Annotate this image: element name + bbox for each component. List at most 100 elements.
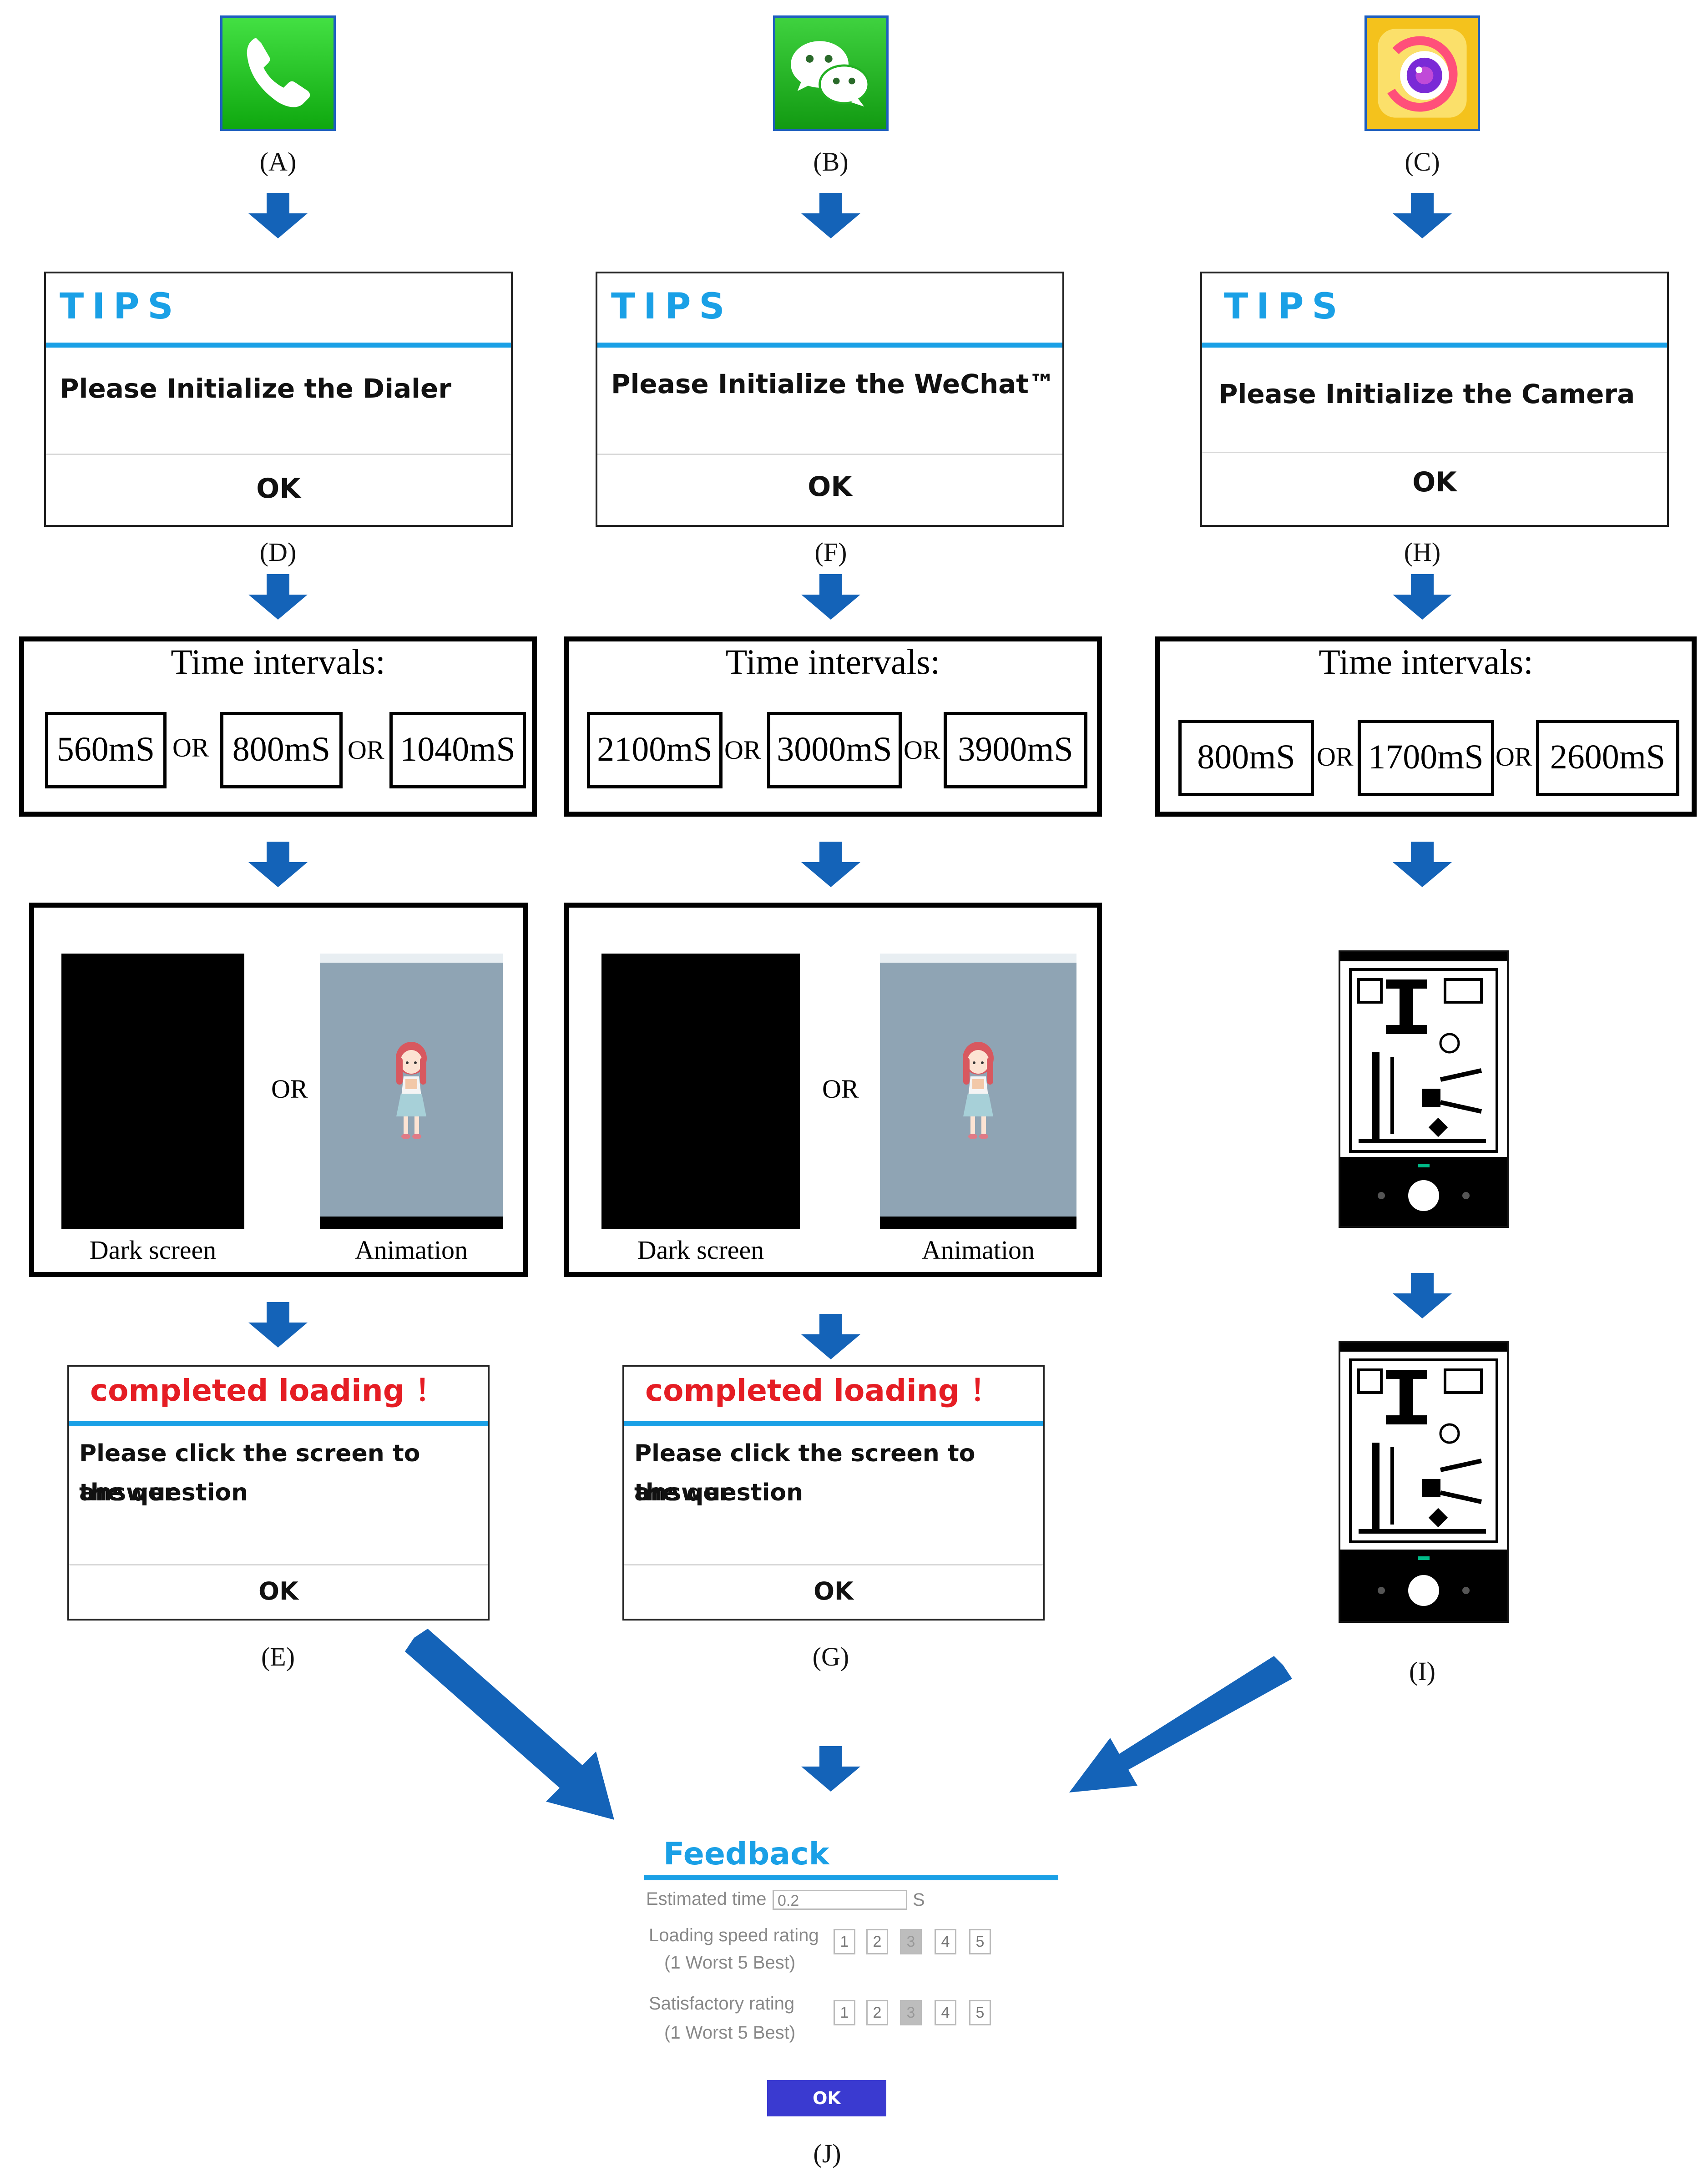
feedback-title: Feedback xyxy=(663,1836,829,1872)
wechat-icon xyxy=(791,41,870,107)
arrow-down-icon xyxy=(1393,1273,1452,1318)
title-divider xyxy=(1202,343,1667,348)
button-divider xyxy=(1202,452,1667,453)
loading-speed-label: Loading speed rating xyxy=(649,1925,819,1945)
dialog-message-line1: Please click the screen to answer xyxy=(79,1440,420,1506)
ok-button[interactable]: OK xyxy=(814,1577,854,1605)
or-label: OR xyxy=(172,733,209,762)
caption-c: (C) xyxy=(1405,147,1440,177)
ok-button[interactable]: OK xyxy=(258,1577,298,1605)
arrow-diagonal-left-icon xyxy=(1069,1656,1292,1792)
feedback-ok-button[interactable]: OK xyxy=(767,2080,886,2116)
caption-e: (E) xyxy=(261,1642,295,1671)
loading-rating-5[interactable]: 5 xyxy=(969,1929,991,1954)
loading-rating-4[interactable]: 4 xyxy=(935,1929,956,1954)
button-divider xyxy=(69,1564,488,1565)
time-intervals-box-dialer: Time intervals: 560mS OR 800mS OR 1040mS xyxy=(19,636,537,817)
nav-bar xyxy=(601,1217,800,1229)
loading-complete-dialog-dialer: completed loading ！ Please click the scr… xyxy=(67,1365,490,1621)
animation-label: Animation xyxy=(354,1235,468,1265)
button-divider xyxy=(46,454,511,455)
satisfaction-rating-2[interactable]: 2 xyxy=(866,2000,888,2025)
wechat-app-icon[interactable] xyxy=(773,15,889,131)
arrow-diagonal-right-icon xyxy=(405,1629,614,1820)
ok-button[interactable]: OK xyxy=(1412,466,1457,498)
title-divider xyxy=(624,1421,1043,1426)
satisfaction-rating-5[interactable]: 5 xyxy=(969,2000,991,2025)
or-label: OR xyxy=(348,735,384,765)
dialer-app-icon[interactable] xyxy=(220,15,336,131)
cartoon-girl-icon xyxy=(963,1042,994,1139)
dialog-message-line1: Please click the screen to answer xyxy=(634,1440,975,1506)
time-intervals-label: Time intervals: xyxy=(1319,642,1533,682)
dialog-title: TIPS xyxy=(1224,286,1346,327)
satisfaction-rating-4[interactable]: 4 xyxy=(935,2000,956,2025)
or-label: OR xyxy=(1317,742,1354,772)
status-bar xyxy=(880,954,1076,963)
arrow-down-icon xyxy=(801,574,860,620)
nav-bar xyxy=(320,1217,503,1229)
cartoon-girl-icon xyxy=(396,1042,427,1139)
button-divider xyxy=(597,454,1062,455)
dialog-title: completed loading ！ xyxy=(90,1373,445,1408)
time-intervals-label: Time intervals: xyxy=(171,642,385,682)
interval-option: 2100mS xyxy=(587,712,723,788)
interval-option: 800mS xyxy=(1178,720,1314,796)
dialog-message: Please Initialize the Dialer xyxy=(60,373,451,404)
title-divider xyxy=(644,1875,1058,1880)
title-divider xyxy=(69,1421,488,1426)
satisfaction-hint: (1 Worst 5 Best) xyxy=(664,2023,796,2043)
caption-g: (G) xyxy=(812,1642,849,1671)
arrow-down-icon xyxy=(801,842,860,887)
button-divider xyxy=(624,1564,1043,1565)
interval-option: 3900mS xyxy=(944,712,1087,788)
or-label: OR xyxy=(904,735,940,765)
loading-rating-1[interactable]: 1 xyxy=(834,1929,855,1954)
status-bar xyxy=(61,954,244,963)
loading-rating-2[interactable]: 2 xyxy=(866,1929,888,1954)
animation-label: Animation xyxy=(921,1235,1035,1265)
interval-option: 2600mS xyxy=(1536,720,1679,796)
satisfaction-rating-3[interactable]: 3 xyxy=(900,2000,922,2025)
nav-bar xyxy=(61,1217,244,1229)
dark-screen-phone xyxy=(61,954,244,1229)
caption-b: (B) xyxy=(813,147,849,177)
title-divider xyxy=(597,343,1062,348)
caption-i: (I) xyxy=(1409,1656,1435,1686)
satisfaction-rating-1[interactable]: 1 xyxy=(834,2000,855,2025)
ok-button[interactable]: OK xyxy=(256,473,301,505)
phone-icon xyxy=(247,37,310,107)
arrow-down-icon xyxy=(801,193,860,238)
unit-label: S xyxy=(913,1890,925,1910)
arrow-down-icon xyxy=(248,574,308,620)
status-bar xyxy=(601,954,800,963)
loading-speed-hint: (1 Worst 5 Best) xyxy=(664,1953,796,1973)
dark-screen-label: Dark screen xyxy=(89,1235,217,1265)
interval-option: 3000mS xyxy=(767,712,902,788)
screen-options-box-wechat: OR Dark screen Animation xyxy=(564,903,1102,1277)
arrow-down-icon xyxy=(248,842,308,887)
dialog-title: completed loading ！ xyxy=(645,1373,1000,1408)
caption-a: (A) xyxy=(259,147,297,177)
time-intervals-box-camera: Time intervals: 800mS OR 1700mS OR 2600m… xyxy=(1155,636,1697,817)
arrow-down-icon xyxy=(1393,842,1452,887)
ok-button[interactable]: OK xyxy=(808,471,852,503)
dialog-message-line2: the question xyxy=(79,1479,248,1506)
interval-option: 1700mS xyxy=(1358,720,1494,796)
tips-dialog-wechat: TIPS Please Initialize the WeChat™ OK xyxy=(596,272,1064,527)
loading-rating-3[interactable]: 3 xyxy=(900,1929,922,1954)
tips-dialog-dialer: TIPS Please Initialize the Dialer OK xyxy=(44,272,513,527)
dialog-title: TIPS xyxy=(60,286,182,327)
or-label: OR xyxy=(724,735,761,765)
nav-bar xyxy=(880,1217,1076,1229)
camera-app-icon[interactable] xyxy=(1364,15,1480,131)
interval-option: 1040mS xyxy=(389,712,526,788)
resolution-chart-icon xyxy=(1340,952,1507,1226)
dialog-message-line2: the question xyxy=(634,1479,803,1506)
interval-option: 800mS xyxy=(220,712,343,788)
status-bar xyxy=(320,954,503,963)
dark-screen-phone xyxy=(601,954,800,1229)
camera-icon xyxy=(1378,29,1467,118)
estimated-time-input[interactable]: 0.2 xyxy=(773,1890,907,1910)
arrow-down-icon xyxy=(801,1314,860,1359)
